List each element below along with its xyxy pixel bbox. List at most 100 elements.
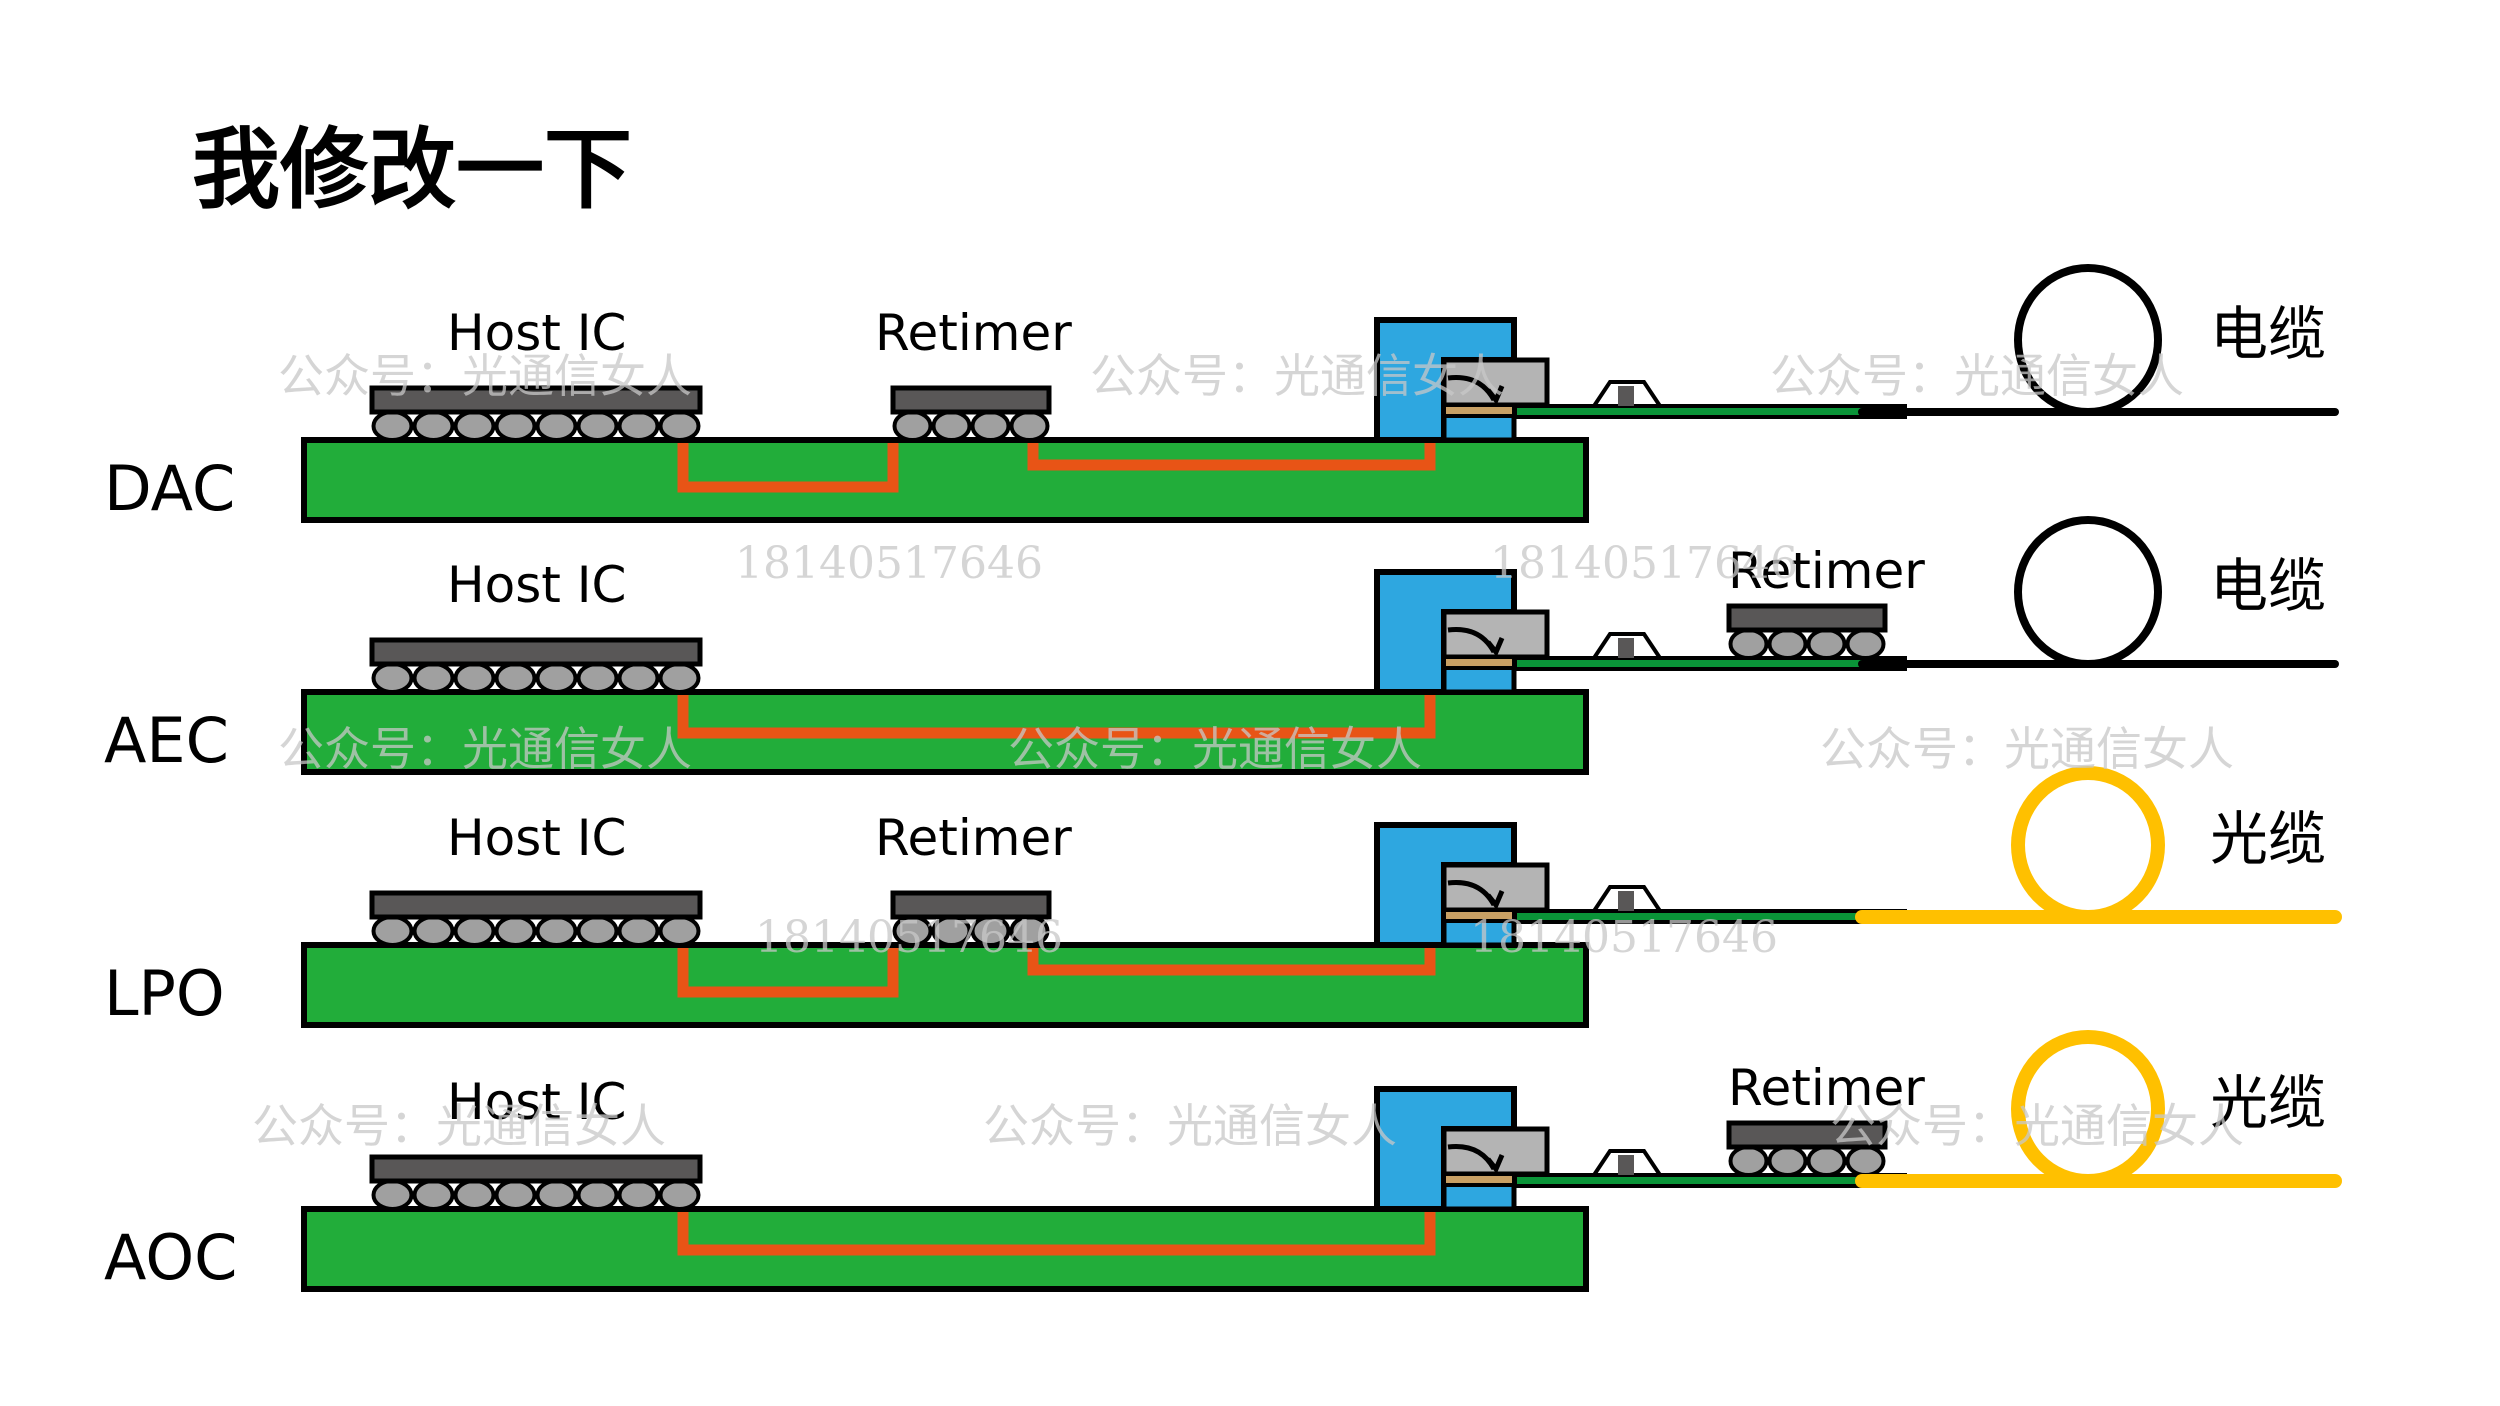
watermark-number: 18140517646	[755, 912, 1063, 963]
edge-contact	[1442, 403, 1516, 418]
solder-ball	[453, 1179, 496, 1211]
solder-ball	[494, 915, 537, 947]
solder-ball	[371, 1179, 414, 1211]
host-retimer-chip	[890, 385, 1052, 442]
module-component-core	[1618, 638, 1634, 658]
host-ic-label: Host IC	[447, 809, 626, 867]
solder-ball	[576, 410, 619, 442]
signal-trace	[1027, 948, 1436, 976]
chip-body	[369, 1154, 703, 1184]
solder-ball	[658, 915, 701, 947]
solder-ball	[535, 662, 578, 694]
solder-ball	[576, 662, 619, 694]
signal-trace	[1027, 443, 1436, 471]
row-dac: DAC Host IC Retimer 电缆	[104, 264, 2339, 525]
latch-arrow-icon	[1447, 626, 1505, 657]
host-retimer-chip	[890, 890, 1052, 947]
solder-ball	[412, 915, 455, 947]
watermark-number: 18140517646	[735, 538, 1043, 589]
solder-ball	[453, 915, 496, 947]
solder-ball	[576, 1179, 619, 1211]
row-label: DAC	[104, 452, 235, 525]
module-component-core	[1618, 891, 1634, 911]
solder-ball	[1845, 628, 1886, 660]
cable-label: 电缆	[2210, 300, 2326, 368]
signal-trace	[677, 695, 1436, 739]
module-retimer-label: Retimer	[1728, 1059, 1925, 1117]
solder-ball	[970, 410, 1011, 442]
module-retimer-label: Retimer	[1728, 542, 1925, 600]
module-retimer-chip	[1726, 1120, 1888, 1177]
optical-cable-loop	[2011, 766, 2165, 924]
solder-ball	[617, 410, 660, 442]
optical-cable-loop	[2011, 1030, 2165, 1188]
cable-label: 光缆	[2210, 805, 2326, 873]
chip-body	[890, 385, 1052, 415]
chip-body	[1726, 1120, 1888, 1150]
chip-body	[369, 890, 703, 920]
watermark-account: 公众号：光通信女人	[1090, 349, 1504, 403]
watermark-account: 公众号：光通信女人	[983, 1099, 1397, 1153]
row-label: AEC	[104, 704, 229, 777]
solder-ball	[453, 662, 496, 694]
host-pcb	[301, 437, 1589, 523]
solder-ball	[658, 1179, 701, 1211]
watermark-account: 公众号：光通信女人	[1770, 349, 2184, 403]
retimer-label: Retimer	[875, 304, 1072, 362]
solder-ball	[1728, 1145, 1769, 1177]
module-retimer-chip	[1726, 603, 1888, 660]
chip-body	[1726, 603, 1888, 633]
solder-ball	[494, 662, 537, 694]
solder-ball	[371, 410, 414, 442]
solder-ball	[1767, 1145, 1808, 1177]
watermarks-group: 公众号：光通信女人 公众号：光通信女人 公众号：光通信女人 1814051764…	[252, 349, 2244, 1153]
solder-ball	[535, 410, 578, 442]
watermark-account: 公众号：光通信女人	[1008, 722, 1422, 776]
solder-ball	[892, 410, 933, 442]
solder-ball	[617, 1179, 660, 1211]
retimer-label: Retimer	[875, 809, 1072, 867]
solder-ball	[617, 662, 660, 694]
solder-ball	[1728, 628, 1769, 660]
host-pcb	[301, 942, 1589, 1028]
solder-ball	[494, 1179, 537, 1211]
solder-ball	[412, 410, 455, 442]
module-component-core	[1618, 386, 1634, 406]
watermark-number: 18140517646	[1490, 538, 1798, 589]
watermark-account: 公众号：光通信女人	[1820, 722, 2234, 776]
latch-arrow-icon	[1447, 374, 1505, 405]
watermark-account: 公众号：光通信女人	[252, 1099, 666, 1153]
module-board	[1513, 1173, 1907, 1188]
solder-ball	[1767, 628, 1808, 660]
chip-body	[890, 890, 1052, 920]
host-ic-label: Host IC	[447, 556, 626, 614]
chip-body	[369, 385, 703, 415]
chip-body	[369, 637, 703, 667]
watermark-account: 公众号：光通信女人	[278, 722, 692, 776]
cable-label: 光缆	[2210, 1069, 2326, 1137]
host-ic-label: Host IC	[447, 1073, 626, 1131]
solder-ball	[371, 662, 414, 694]
signal-trace	[677, 1212, 1436, 1256]
copper-cable-loop	[2014, 516, 2162, 668]
module-component-core	[1618, 1155, 1634, 1175]
solder-ball	[658, 662, 701, 694]
solder-ball	[617, 915, 660, 947]
host-ic-label: Host IC	[447, 304, 626, 362]
edge-contact	[1442, 1172, 1516, 1187]
solder-ball	[412, 662, 455, 694]
module-board	[1513, 404, 1907, 419]
solder-ball	[931, 410, 972, 442]
copper-cable-loop	[2014, 264, 2162, 416]
signal-trace	[677, 948, 899, 998]
edge-contact	[1442, 655, 1516, 670]
watermark-account: 公众号：光通信女人	[1830, 1099, 2244, 1153]
solder-ball	[1806, 628, 1847, 660]
page-title: 我修改一下	[192, 118, 632, 221]
module-board	[1513, 656, 1907, 671]
